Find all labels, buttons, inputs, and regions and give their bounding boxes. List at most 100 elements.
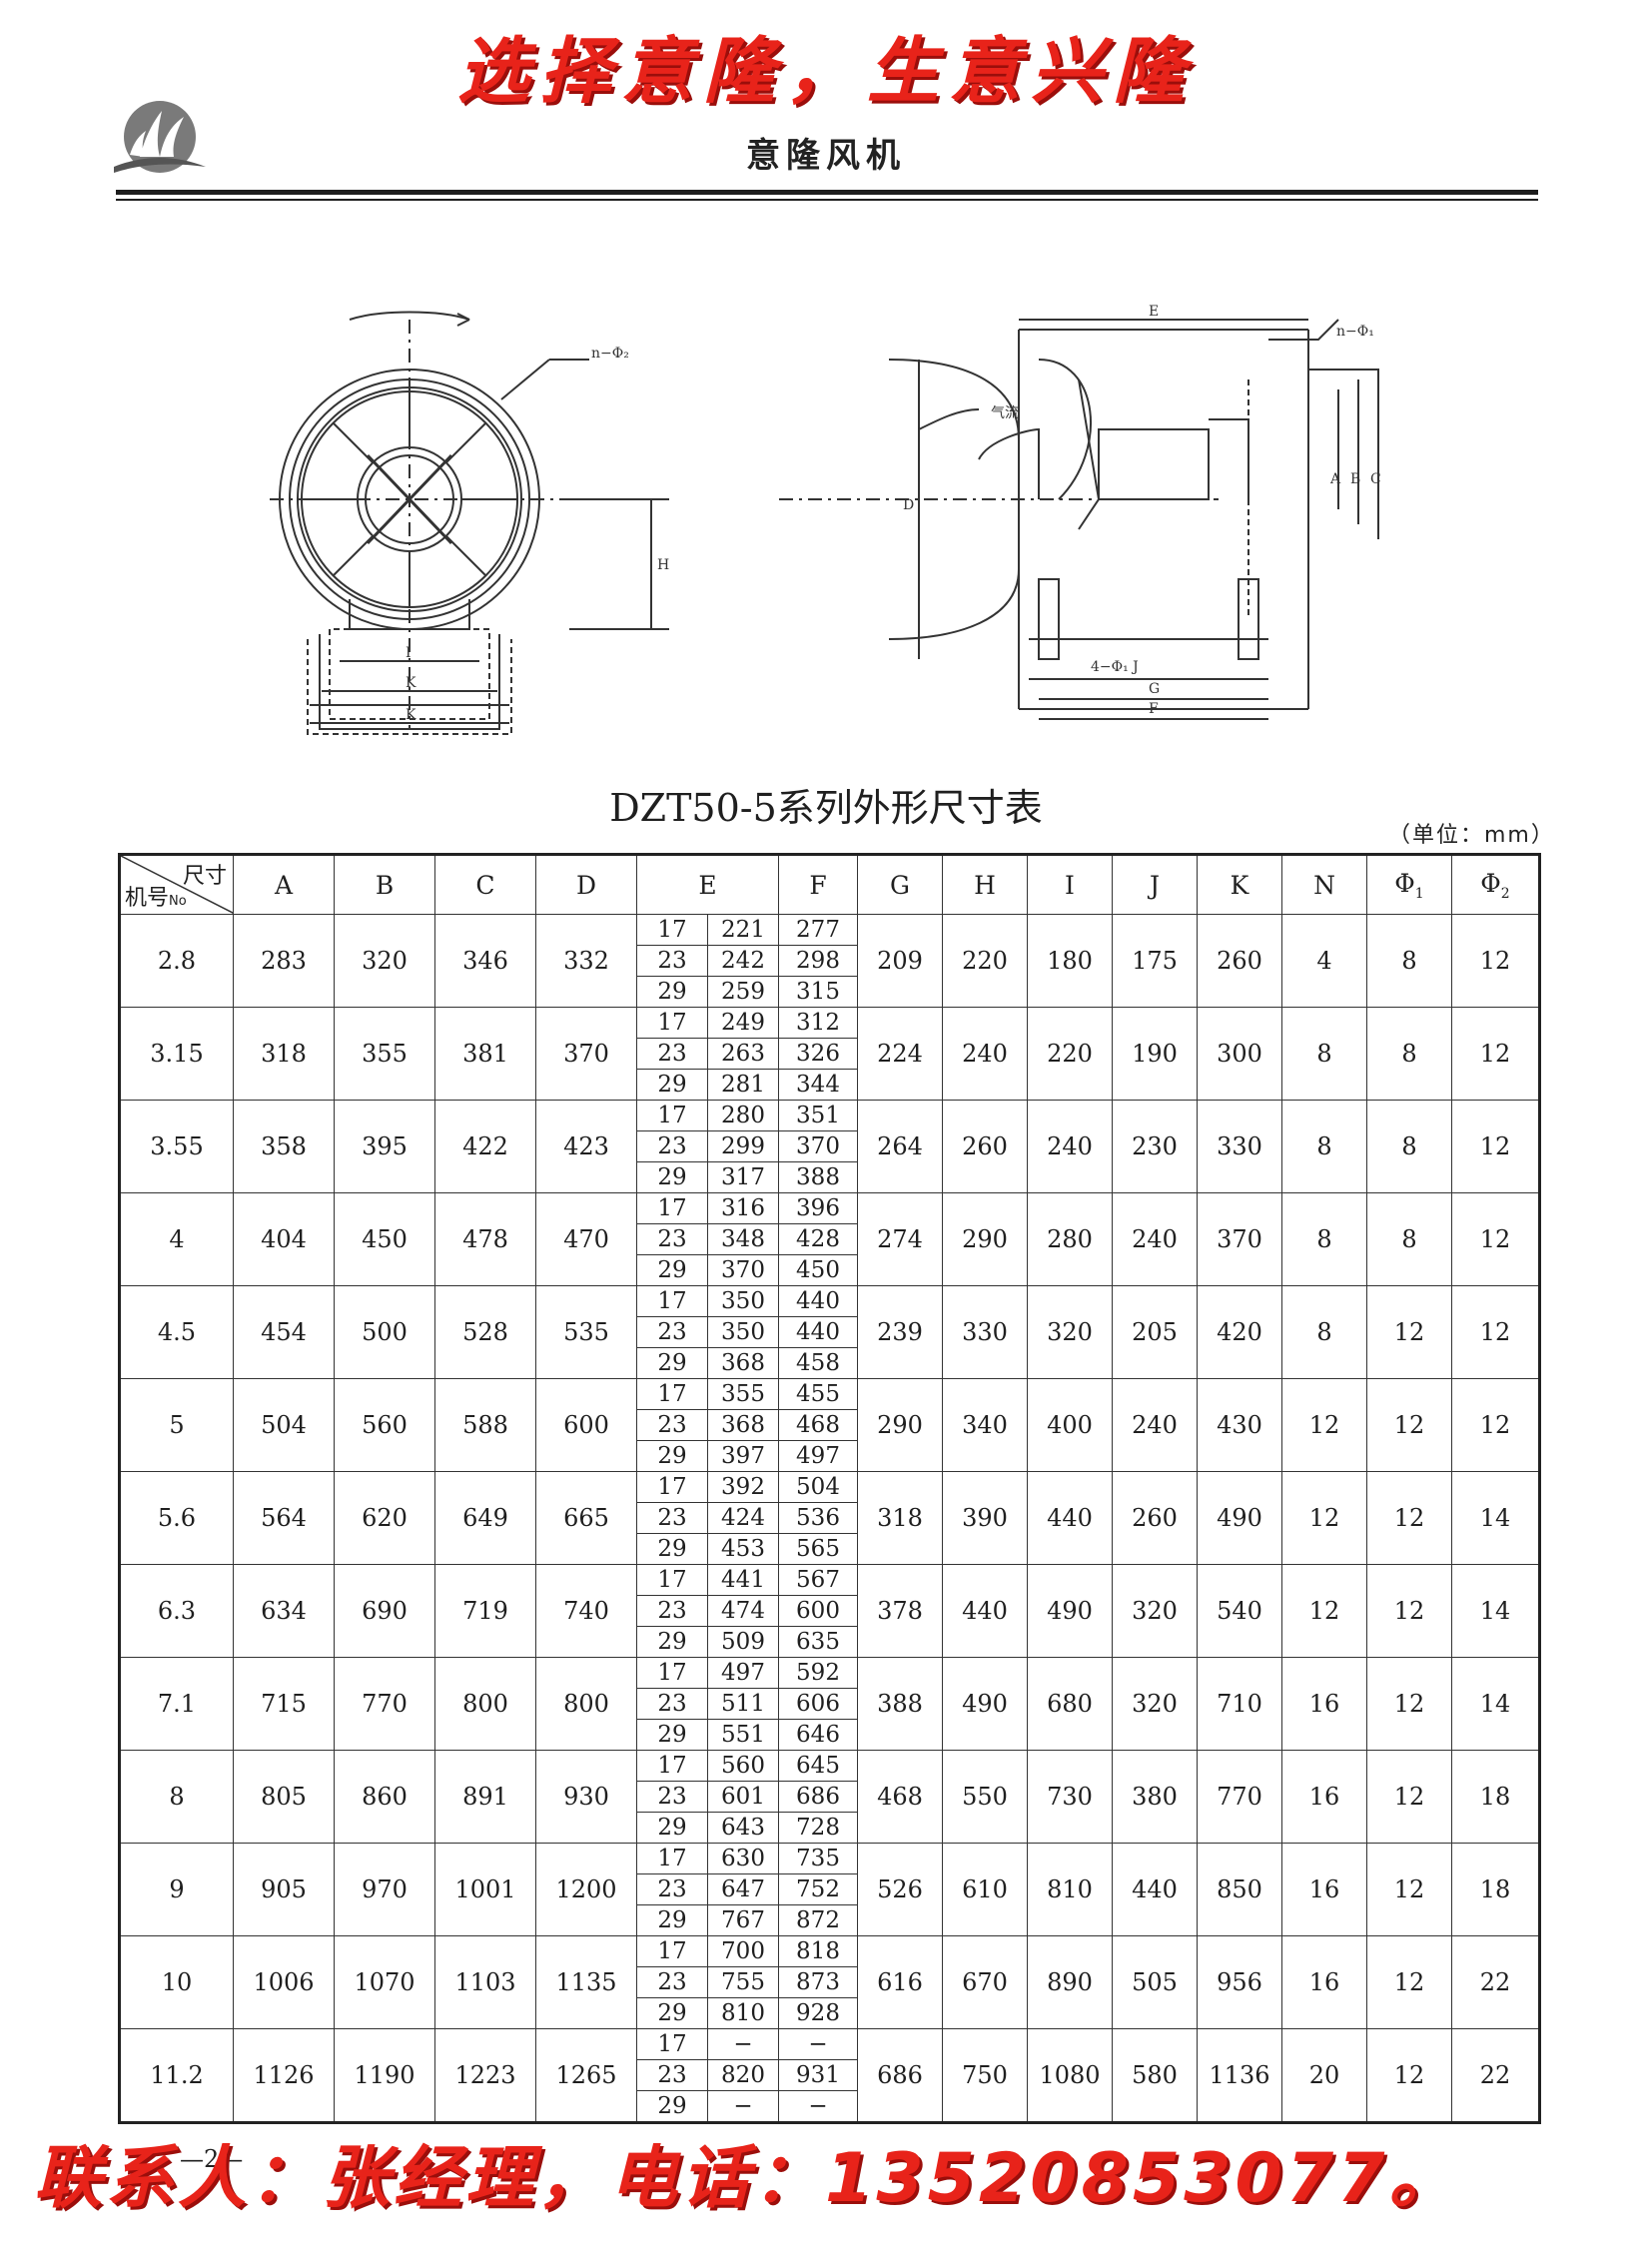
cell-f: 468 <box>778 1409 858 1441</box>
cell-n: 4 <box>1281 914 1367 1008</box>
cell-e-variant: 23 <box>636 1130 708 1162</box>
cell-p1: 12 <box>1366 1471 1452 1565</box>
cell-a: 404 <box>233 1192 335 1286</box>
cell-p2: 14 <box>1451 1471 1540 1565</box>
cell-e: 242 <box>707 945 779 977</box>
header-c: C <box>434 854 536 915</box>
cell-n: 8 <box>1281 1192 1367 1286</box>
cell-c: 422 <box>434 1100 536 1193</box>
cell-h: 340 <box>942 1378 1028 1472</box>
cell-b: 690 <box>334 1564 435 1658</box>
cell-b: 620 <box>334 1471 435 1565</box>
cell-f: 504 <box>778 1471 858 1503</box>
cell-p1: 12 <box>1366 1657 1452 1751</box>
header-e: E <box>636 854 779 915</box>
cell-k: 1136 <box>1197 2028 1282 2123</box>
side-flow-label: 气流 <box>991 405 1019 421</box>
fan-number-cell: 4 <box>119 1192 234 1286</box>
cell-f: 312 <box>778 1007 858 1039</box>
cell-f: 645 <box>778 1750 858 1782</box>
cell-c: 1223 <box>434 2028 536 2123</box>
cell-i: 810 <box>1027 1843 1113 1936</box>
cell-f: 931 <box>778 2059 858 2091</box>
cell-i: 440 <box>1027 1471 1113 1565</box>
cell-n: 16 <box>1281 1750 1367 1844</box>
cell-e: 350 <box>707 1316 779 1348</box>
cell-i: 180 <box>1027 914 1113 1008</box>
cell-n: 8 <box>1281 1285 1367 1379</box>
cell-p1: 12 <box>1366 1378 1452 1472</box>
cell-e: 551 <box>707 1719 779 1751</box>
cell-e-variant: 23 <box>636 1873 708 1905</box>
cell-f: 315 <box>778 976 858 1008</box>
cell-i: 320 <box>1027 1285 1113 1379</box>
cell-f: 646 <box>778 1719 858 1751</box>
cell-i: 1080 <box>1027 2028 1113 2123</box>
cell-p2: 12 <box>1451 1007 1540 1101</box>
cell-a: 1126 <box>233 2028 335 2123</box>
cell-i: 240 <box>1027 1100 1113 1193</box>
cell-e: 820 <box>707 2059 779 2091</box>
fan-number-cell: 5 <box>119 1378 234 1472</box>
cell-h: 550 <box>942 1750 1028 1844</box>
cell-b: 560 <box>334 1378 435 1472</box>
cell-n: 16 <box>1281 1657 1367 1751</box>
cell-c: 1103 <box>434 1935 536 2029</box>
cell-a: 283 <box>233 914 335 1008</box>
cell-p2: 18 <box>1451 1750 1540 1844</box>
cell-b: 860 <box>334 1750 435 1844</box>
cell-e-variant: 23 <box>636 1781 708 1813</box>
cell-p2: 14 <box>1451 1564 1540 1658</box>
cell-e-variant: 17 <box>636 1378 708 1410</box>
cell-d: 665 <box>535 1471 637 1565</box>
cell-i: 400 <box>1027 1378 1113 1472</box>
header-b: B <box>334 854 435 915</box>
cell-f: − <box>778 2028 858 2060</box>
cell-i: 220 <box>1027 1007 1113 1101</box>
front-i-label: I <box>406 645 412 661</box>
fan-number-cell: 7.1 <box>119 1657 234 1751</box>
cell-e: 511 <box>707 1688 779 1720</box>
side-d-label: D <box>903 497 914 513</box>
cell-n: 12 <box>1281 1471 1367 1565</box>
cell-e: 497 <box>707 1657 779 1689</box>
front-h-label: H <box>657 557 669 573</box>
front-k-label: K <box>406 675 416 691</box>
side-a-label: A <box>1329 471 1341 487</box>
cell-e: 370 <box>707 1254 779 1286</box>
cell-n: 20 <box>1281 2028 1367 2123</box>
cell-i: 730 <box>1027 1750 1113 1844</box>
cell-n: 16 <box>1281 1843 1367 1936</box>
brand-name: 意隆风机 <box>746 136 906 176</box>
cell-g: 388 <box>857 1657 943 1751</box>
cell-k: 330 <box>1197 1100 1282 1193</box>
cell-e-variant: 17 <box>636 1285 708 1317</box>
header-h: H <box>942 854 1028 915</box>
cell-e-variant: 29 <box>636 1440 708 1472</box>
cell-e: 280 <box>707 1100 779 1131</box>
cell-a: 1006 <box>233 1935 335 2029</box>
cell-e-variant: 17 <box>636 1750 708 1782</box>
cell-j: 240 <box>1112 1192 1198 1286</box>
cell-k: 430 <box>1197 1378 1282 1472</box>
cell-a: 905 <box>233 1843 335 1936</box>
cell-i: 890 <box>1027 1935 1113 2029</box>
cell-e-variant: 17 <box>636 1564 708 1596</box>
cell-d: 332 <box>535 914 637 1008</box>
fan-number-cell: 6.3 <box>119 1564 234 1658</box>
table-row: 29−− <box>120 2090 1540 2123</box>
cell-c: 1001 <box>434 1843 536 1936</box>
side-b-label: B <box>1350 471 1360 487</box>
cell-p1: 12 <box>1366 1935 1452 2029</box>
cell-e-variant: 23 <box>636 1595 708 1627</box>
fan-number-cell: 2.8 <box>119 914 234 1008</box>
cell-e: 317 <box>707 1161 779 1193</box>
